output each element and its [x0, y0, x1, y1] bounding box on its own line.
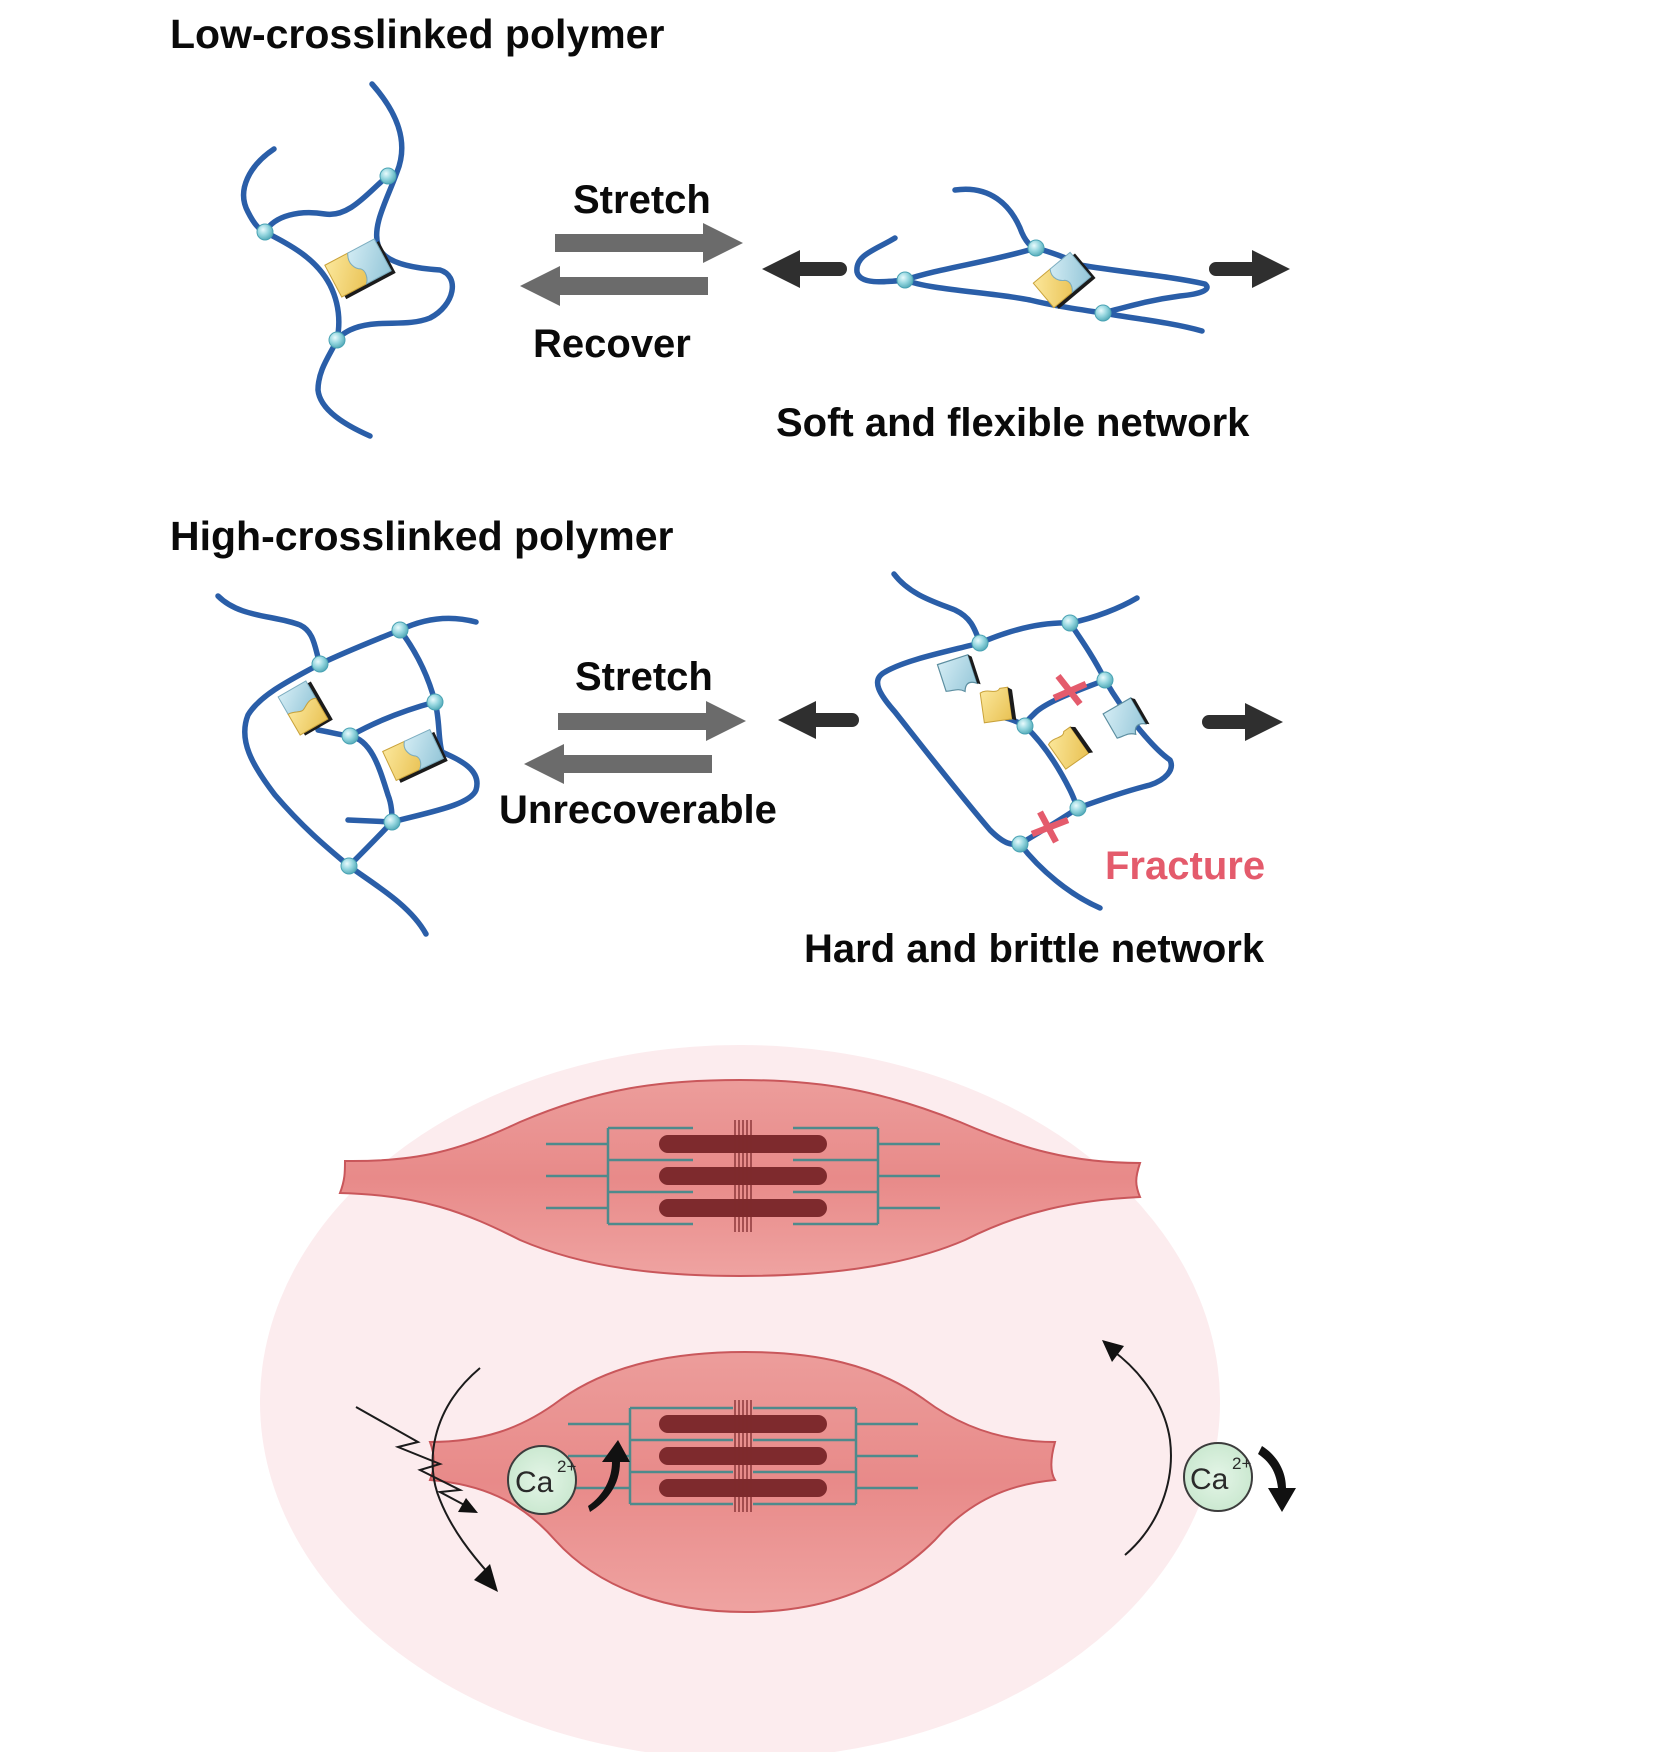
polymer-chain: [215, 593, 323, 667]
contraction-cycle-arrow: [431, 1367, 491, 1576]
crosslink-node: [341, 727, 359, 745]
calcium-charge: 2+: [557, 1457, 576, 1476]
fracture-label: Fracture: [1105, 844, 1265, 888]
crosslink-node: [328, 331, 346, 349]
relaxation-arrowhead-icon: [1102, 1340, 1124, 1362]
dynamic-bond: [1032, 251, 1096, 309]
polymer-chain: [347, 733, 395, 825]
polymer-chain: [334, 81, 456, 343]
panel-low-title: Low-crosslinked polymer: [170, 11, 664, 57]
crosslink-node: [340, 857, 358, 875]
stretch-label-high: Stretch: [575, 655, 713, 699]
calcium-decrease-arrow-icon: [1258, 1446, 1296, 1512]
crosslink-node: [1096, 671, 1114, 689]
muscle-contracted: [428, 1350, 1057, 1614]
high-network-relaxed: [215, 593, 480, 937]
broken-bond-half-blue: [1102, 697, 1150, 739]
stretch-arrow-high: [558, 701, 746, 741]
calcium-ion-badge-left: Ca 2+: [507, 1445, 577, 1515]
unrecoverable-label: Unrecoverable: [499, 788, 777, 832]
stimulus-arrowhead-icon: [458, 1498, 478, 1513]
panel-muscle: Ca 2+ Ca 2+: [260, 1045, 1296, 1752]
crosslink-node: [1011, 835, 1029, 853]
force-arrow-right: [1209, 250, 1290, 288]
soft-network-caption: Soft and flexible network: [776, 401, 1250, 445]
calcium-ion-badge-right: Ca 2+: [1183, 1442, 1253, 1512]
crosslink-node: [1016, 717, 1034, 735]
panel-low-crosslinked: Low-crosslinked polymer Stretch Recover: [170, 11, 1290, 445]
polymer-chain: [262, 173, 391, 235]
low-network-relaxed: [241, 81, 456, 439]
sarcomere: [546, 1120, 940, 1232]
polymer-chain: [977, 595, 1140, 646]
polymer-chain: [891, 571, 983, 646]
nerve-stimulus-icon: [355, 1406, 471, 1509]
stretch-label: Stretch: [573, 178, 711, 222]
dynamic-bond: [277, 680, 333, 736]
stretch-arrow: [555, 223, 743, 263]
crosslink-node: [383, 813, 401, 831]
crosslink-node: [896, 271, 914, 289]
calcium-symbol: Ca: [515, 1466, 554, 1499]
recover-arrow: [520, 266, 708, 306]
recover-label: Recover: [533, 322, 691, 366]
crosslink-node: [311, 655, 329, 673]
panel-high-title: High-crosslinked polymer: [170, 513, 674, 559]
crosslink-node: [1094, 304, 1112, 322]
calcium-symbol: Ca: [1190, 1463, 1229, 1496]
polymer-chain: [347, 699, 438, 739]
calcium-increase-arrow-icon: [588, 1440, 630, 1512]
force-arrow-left-high: [778, 701, 859, 739]
polymer-chain: [1067, 620, 1174, 811]
broken-bond-half-yellow: [979, 686, 1017, 724]
contraction-arrowhead-icon: [474, 1564, 498, 1592]
high-network-fractured: [874, 571, 1174, 911]
unrecoverable-arrow: [524, 744, 712, 784]
crosslink-node: [971, 634, 989, 652]
muscle-relaxed: [338, 1078, 1142, 1278]
crosslink-node: [391, 621, 409, 639]
sarcomere: [568, 1400, 918, 1512]
panel-high-crosslinked: High-crosslinked polymer: [170, 513, 1283, 971]
polymer-chain: [874, 640, 1103, 911]
crosslink-node: [256, 223, 274, 241]
calcium-charge: 2+: [1232, 1454, 1251, 1473]
crosslink-node: [1069, 799, 1087, 817]
polymer-chain: [241, 146, 373, 439]
brittle-network-caption: Hard and brittle network: [804, 927, 1265, 971]
crosslink-node: [1027, 239, 1045, 257]
crosslink-node: [1061, 614, 1079, 632]
polymer-chain: [242, 661, 429, 937]
relaxation-cycle-arrow: [1111, 1349, 1172, 1556]
polymer-chain: [854, 235, 1039, 285]
force-arrow-left: [762, 250, 847, 288]
fracture-x-icon: [1030, 810, 1070, 844]
dynamic-bond: [324, 238, 396, 300]
broken-bond-half-yellow: [1047, 726, 1094, 770]
crosslink-node: [379, 167, 397, 185]
broken-bond-half-blue: [936, 653, 981, 693]
low-network-stretched: [854, 186, 1210, 334]
fracture-x-icon: [1052, 673, 1088, 707]
force-arrow-right-high: [1202, 703, 1283, 741]
dynamic-bond: [382, 728, 448, 783]
crosslink-node: [426, 693, 444, 711]
